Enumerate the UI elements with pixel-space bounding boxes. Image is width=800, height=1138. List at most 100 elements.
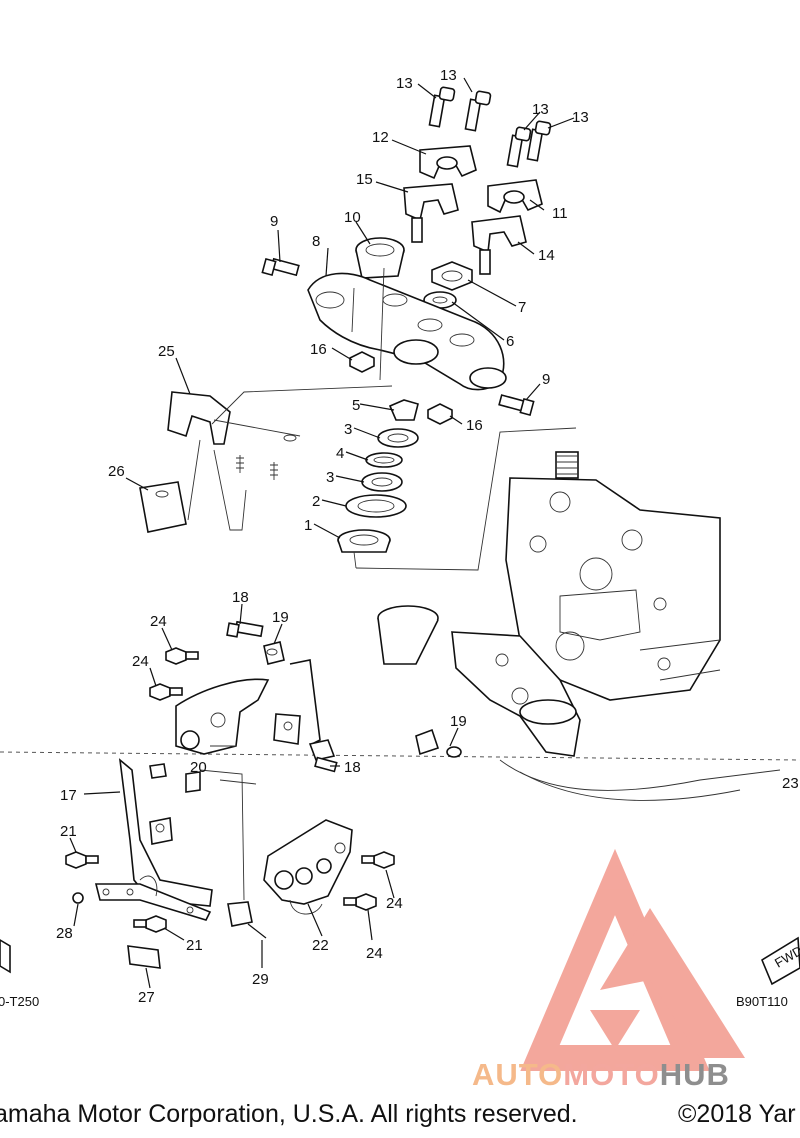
callout-24: 24 bbox=[150, 613, 167, 630]
damper-19-a bbox=[263, 641, 285, 665]
callout-7: 7 bbox=[518, 299, 526, 316]
callout-9: 9 bbox=[542, 371, 550, 388]
assembly-lines bbox=[211, 267, 577, 571]
upper-bracket-8 bbox=[307, 272, 507, 391]
bolt-13-a bbox=[428, 86, 456, 128]
bearing-1 bbox=[337, 529, 391, 553]
callout-29: 29 bbox=[252, 971, 269, 988]
collar-5 bbox=[388, 399, 419, 421]
callout-19: 19 bbox=[272, 609, 289, 626]
callout-9: 9 bbox=[270, 213, 278, 230]
callout-24: 24 bbox=[366, 945, 383, 962]
leader-lines-bottom bbox=[69, 603, 459, 989]
diagram-ref-right: B90T110 bbox=[736, 994, 788, 1009]
plate-26 bbox=[139, 481, 187, 533]
callout-28: 28 bbox=[56, 925, 73, 942]
callout-18: 18 bbox=[344, 759, 361, 776]
callout-17: 17 bbox=[60, 787, 77, 804]
fwd-arrow-right: FWD bbox=[760, 936, 800, 986]
callout-21: 21 bbox=[60, 823, 77, 840]
callout-16: 16 bbox=[310, 341, 327, 358]
upper-handlebar-holder-12 bbox=[419, 145, 477, 180]
clip-28 bbox=[72, 892, 84, 904]
callout-18: 18 bbox=[232, 589, 249, 606]
callout-24: 24 bbox=[132, 653, 149, 670]
bolt-24-d bbox=[361, 851, 395, 869]
bolt-21-a bbox=[65, 851, 99, 869]
nut-16-b bbox=[427, 403, 453, 425]
bolt-21-b bbox=[133, 915, 167, 933]
clamp-29 bbox=[227, 901, 267, 939]
callout-3: 3 bbox=[344, 421, 352, 438]
watermark-moto: MOTO bbox=[563, 1057, 660, 1092]
callout-22: 22 bbox=[312, 937, 329, 954]
copyright-right: ©2018 Yar bbox=[678, 1100, 796, 1128]
damper-19-b bbox=[308, 739, 336, 761]
copyright-left: amaha Motor Corporation, U.S.A. All righ… bbox=[0, 1100, 578, 1128]
ring-nut-3-b bbox=[361, 472, 403, 492]
bracket-22 bbox=[263, 819, 353, 915]
callout-6: 6 bbox=[506, 333, 514, 350]
callout-labels: 13 13 13 13 12 15 11 10 9 8 14 7 6 16 25… bbox=[0, 67, 799, 1009]
bolt-24-b bbox=[149, 683, 183, 701]
watermark-hub: HUB bbox=[659, 1057, 730, 1092]
bracket-plate bbox=[94, 875, 212, 921]
callout-4: 4 bbox=[336, 445, 344, 462]
watermark-logo-triangle bbox=[520, 848, 745, 1071]
callout-1: 1 bbox=[304, 517, 312, 534]
washer-4 bbox=[365, 452, 403, 468]
frame-head-pipe bbox=[505, 451, 721, 701]
section-separator bbox=[0, 751, 800, 761]
frame-lower-rails bbox=[377, 605, 781, 801]
callout-10: 10 bbox=[344, 209, 361, 226]
callout-8: 8 bbox=[312, 233, 320, 250]
bolt-13-b bbox=[464, 90, 492, 132]
nut-27 bbox=[127, 945, 161, 969]
bolt-9-b bbox=[498, 394, 535, 417]
callout-19: 19 bbox=[450, 713, 467, 730]
bolt-24-e bbox=[343, 893, 377, 911]
bolt-24-a bbox=[165, 647, 199, 665]
callout-25: 25 bbox=[158, 343, 175, 360]
bracket-25 bbox=[167, 391, 301, 531]
callout-13: 13 bbox=[572, 109, 589, 126]
callout-24: 24 bbox=[386, 895, 403, 912]
callout-12: 12 bbox=[372, 129, 389, 146]
stay-17 bbox=[118, 758, 257, 907]
callout-27: 27 bbox=[138, 989, 155, 1006]
ring-nut-3-a bbox=[377, 428, 419, 448]
fwd-arrow-left bbox=[0, 939, 11, 974]
dust-seal-2 bbox=[345, 494, 407, 518]
callout-13: 13 bbox=[396, 75, 413, 92]
watermark-auto: AUTO bbox=[472, 1057, 564, 1092]
callout-13: 13 bbox=[440, 67, 457, 84]
callout-15: 15 bbox=[356, 171, 373, 188]
bracket-rod bbox=[273, 659, 321, 745]
watermark-logo-text: AUTOMOTOHUB bbox=[472, 1057, 730, 1093]
callout-3: 3 bbox=[326, 469, 334, 486]
callout-20: 20 bbox=[190, 759, 207, 776]
callout-21: 21 bbox=[186, 937, 203, 954]
callout-16: 16 bbox=[466, 417, 483, 434]
callout-5: 5 bbox=[352, 397, 360, 414]
callout-13: 13 bbox=[532, 101, 549, 118]
nut-7 bbox=[431, 261, 473, 291]
copyright-footer: amaha Motor Corporation, U.S.A. All righ… bbox=[0, 1096, 800, 1138]
nut-16-a bbox=[349, 351, 375, 373]
bolt-13-c bbox=[506, 126, 532, 168]
cap-10 bbox=[355, 237, 405, 279]
lower-handlebar-holder-14 bbox=[471, 215, 527, 275]
callout-26: 26 bbox=[108, 463, 125, 480]
callout-2: 2 bbox=[312, 493, 320, 510]
bolt-13-d bbox=[526, 120, 552, 162]
screw-pair bbox=[236, 455, 278, 480]
bolt-9-a bbox=[261, 257, 300, 277]
callout-23: 23 bbox=[782, 775, 799, 792]
stay-20 bbox=[175, 678, 270, 755]
leader-lines-top bbox=[125, 77, 575, 539]
callout-11: 11 bbox=[552, 205, 568, 222]
lower-handlebar-holder-15 bbox=[403, 183, 459, 243]
damper-19-c bbox=[415, 728, 462, 758]
bolt-18-b bbox=[314, 756, 338, 773]
